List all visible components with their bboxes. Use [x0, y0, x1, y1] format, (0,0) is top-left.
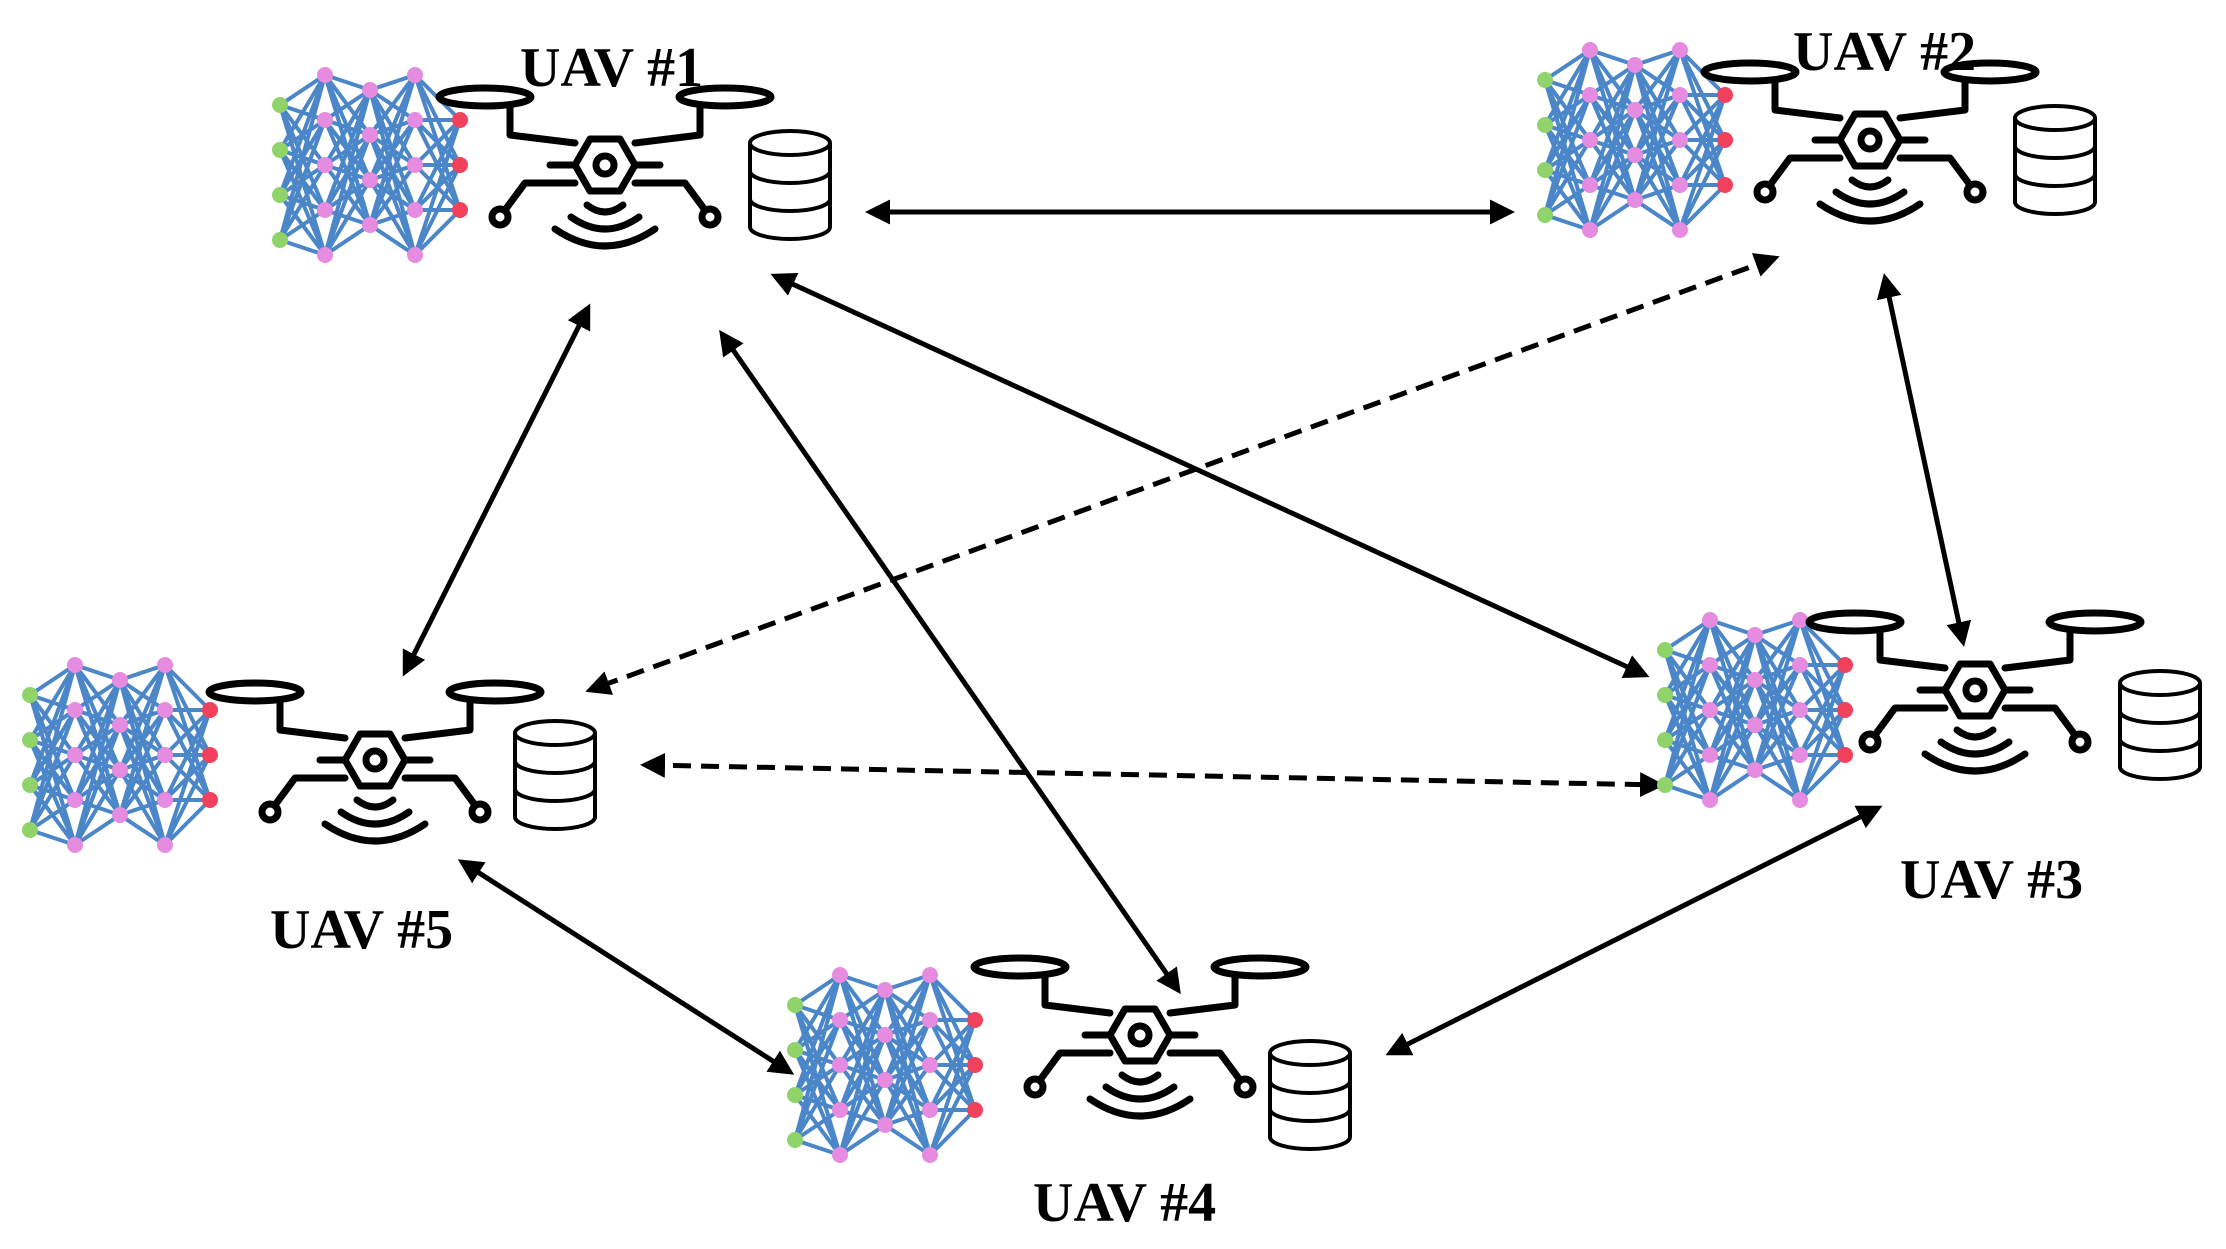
uav2-database-icon	[2013, 104, 2097, 216]
uav1-wireless-signal-icon	[551, 201, 659, 250]
uav-4-label: UAV #4	[1033, 1172, 1217, 1234]
uav1-node	[272, 67, 832, 263]
uav3-node	[1657, 609, 2202, 808]
uav2-drone-icon	[1700, 59, 2040, 225]
uav5-node	[22, 657, 597, 853]
uav-3-label: UAV #3	[1900, 849, 2084, 911]
uav5-wireless-signal-icon	[321, 796, 429, 845]
uav4-database-icon	[1268, 1039, 1352, 1151]
link-uav1-uav4	[719, 329, 1181, 995]
uav-5-label: UAV #5	[270, 899, 454, 961]
uav4-drone-icon	[970, 954, 1310, 1120]
uav2-neural-network-icon	[1537, 42, 1733, 238]
uav4-wireless-signal-icon	[1086, 1071, 1194, 1120]
uav4-node	[787, 954, 1352, 1163]
uav5-neural-network-icon	[22, 657, 218, 853]
uav5-drone-icon	[205, 679, 545, 845]
nodes-layer	[22, 42, 2202, 1163]
links-layer	[402, 199, 1972, 1075]
uav2-wireless-signal-icon	[1816, 176, 1924, 225]
uav1-database-icon	[748, 129, 832, 241]
link-uav5-uav3	[640, 752, 1665, 798]
uav3-wireless-signal-icon	[1921, 726, 2029, 775]
link-uav2-uav5	[585, 253, 1780, 695]
uav-2-label: UAV #2	[1793, 21, 1977, 83]
uav-1-label: UAV #1	[520, 37, 704, 99]
uav1-neural-network-icon	[272, 67, 468, 263]
link-uav2-uav3	[1876, 273, 1972, 647]
link-uav4-uav3	[1385, 805, 1883, 1056]
link-uav1-uav5	[402, 303, 591, 677]
uav3-database-icon	[2118, 669, 2202, 781]
link-uav1-uav3	[770, 272, 1650, 679]
uav2-node	[1537, 42, 2097, 238]
uav3-drone-icon	[1805, 609, 2145, 775]
uav5-database-icon	[513, 719, 597, 831]
uav3-neural-network-icon	[1657, 612, 1853, 808]
uav1-drone-icon	[435, 84, 775, 250]
uav4-neural-network-icon	[787, 967, 983, 1163]
link-uav5-uav4	[457, 859, 795, 1075]
